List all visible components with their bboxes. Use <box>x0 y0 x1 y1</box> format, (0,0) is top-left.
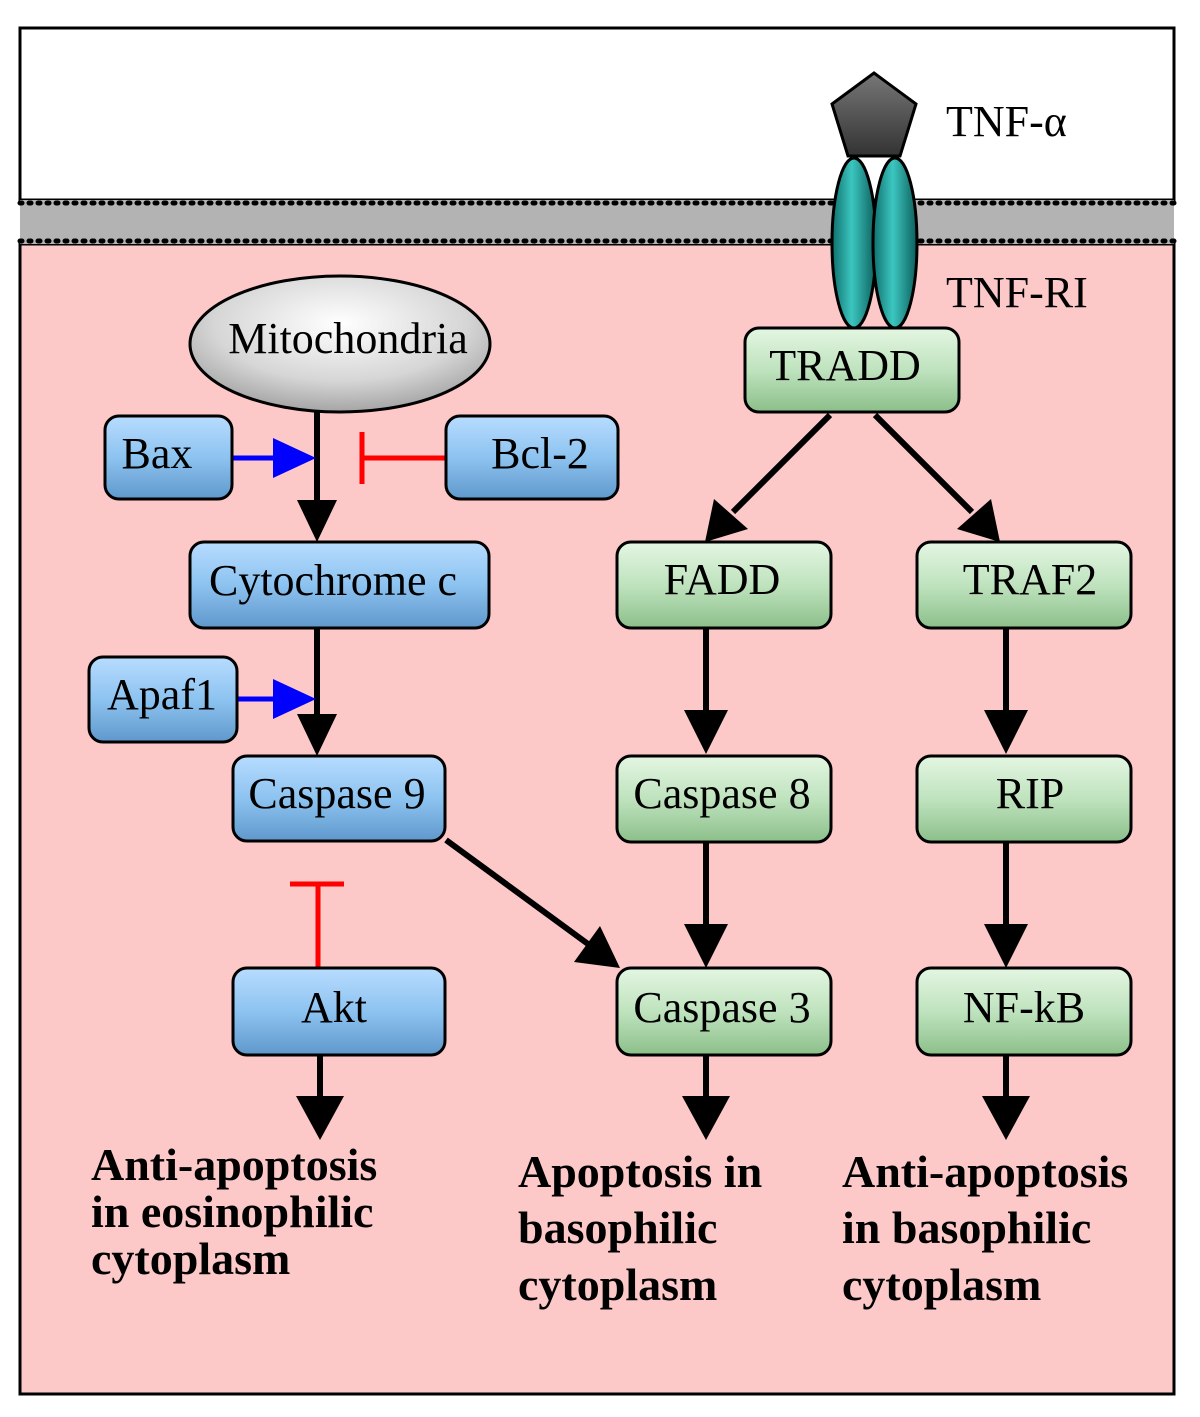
arrowhead-mito-to-cytc <box>297 500 337 542</box>
akt-label: Akt <box>301 983 367 1032</box>
apaf1-node <box>87 655 239 744</box>
flow-arrows <box>296 412 1030 1140</box>
outcome-middle-line-3: cytoplasm <box>518 1259 717 1310</box>
tnf-ri-label: TNF-RI <box>946 268 1088 317</box>
akt-node <box>231 966 447 1057</box>
outcome-right-line-1: Anti-apoptosis <box>842 1146 1128 1197</box>
nfkb-node <box>915 966 1133 1057</box>
caspase9-node <box>231 754 447 843</box>
bax-node <box>103 414 234 501</box>
outcome-left-line-1: Anti-apoptosis <box>91 1139 377 1190</box>
rip-label: RIP <box>996 769 1064 818</box>
extracellular-space <box>18 26 1176 202</box>
arrowhead-tradd-to-traf2 <box>957 499 1000 542</box>
tnf-alpha-label: TNF-α <box>946 97 1067 146</box>
bax-label: Bax <box>122 429 193 478</box>
arrowhead-traf2-to-rip <box>984 710 1028 754</box>
outcome-middle: Apoptosis in basophilic cytoplasm <box>518 1146 762 1310</box>
caspase3-node <box>615 966 833 1057</box>
cytochrome-c-label: Cytochrome c <box>209 556 457 605</box>
bcl2-node <box>444 414 620 501</box>
arrowhead-casp9-to-casp3 <box>574 926 620 968</box>
outcome-left-line-3: cytoplasm <box>91 1233 290 1284</box>
arrowhead-casp3-to-outcome <box>682 1096 730 1140</box>
tradd-label: TRADD <box>769 341 921 390</box>
arrow-tradd-to-fadd <box>730 412 833 515</box>
activation-arrows <box>232 438 316 719</box>
cell-membrane <box>20 200 1174 244</box>
fadd-node <box>615 540 833 630</box>
traf2-label: TRAF2 <box>963 555 1097 604</box>
bax-activation-head <box>273 438 316 478</box>
intrinsic-pathway-nodes: Bax Bcl-2 Cytochrome c Apaf1 Caspase 9 A… <box>87 414 620 1057</box>
bcl2-label: Bcl-2 <box>491 429 589 478</box>
arrowhead-nfkb-to-outcome <box>982 1096 1030 1140</box>
caspase8-node <box>615 754 833 844</box>
arrowhead-cytc-to-casp9 <box>297 714 337 756</box>
tnf-receptor-left-subunit <box>830 156 878 330</box>
outcome-middle-line-2: basophilic <box>518 1202 717 1253</box>
rip-node <box>915 754 1133 844</box>
arrowhead-fadd-to-casp8 <box>684 710 728 754</box>
arrowhead-tradd-to-fadd <box>705 499 748 542</box>
outcome-middle-line-1: Apoptosis in <box>518 1146 762 1197</box>
outcome-right-line-2: in basophilic <box>842 1202 1091 1253</box>
apaf1-label: Apaf1 <box>107 670 217 719</box>
mitochondria-node <box>188 274 492 414</box>
arrow-tradd-to-traf2 <box>872 412 975 515</box>
arrowhead-akt-to-outcome <box>296 1096 344 1140</box>
cytochrome-c-node <box>188 540 491 630</box>
outcome-right-line-3: cytoplasm <box>842 1259 1041 1310</box>
apaf1-activation-head <box>273 679 316 719</box>
tradd-node <box>743 326 961 414</box>
arrowhead-casp8-to-casp3 <box>684 924 728 968</box>
tnf-alpha-ligand <box>830 71 918 158</box>
outcome-left-line-2: in eosinophilic <box>91 1186 373 1237</box>
arrowhead-rip-to-nfkb <box>984 924 1028 968</box>
mitochondria-label: Mitochondria <box>228 314 468 363</box>
traf2-node <box>915 540 1133 630</box>
caspase3-label: Caspase 3 <box>633 983 810 1032</box>
caspase8-label: Caspase 8 <box>633 769 810 818</box>
extrinsic-pathway-nodes: TRADD FADD TRAF2 Caspase 8 RIP Caspase 3… <box>615 326 1133 1057</box>
outcome-right: Anti-apoptosis in basophilic cytoplasm <box>842 1146 1128 1310</box>
tnf-receptor-right-subunit <box>871 156 919 330</box>
arrow-casp9-to-casp3 <box>444 837 590 947</box>
inhibition-lines <box>290 432 446 968</box>
caspase9-label: Caspase 9 <box>248 769 425 818</box>
outcome-left: Anti-apoptosis in eosinophilic cytoplasm <box>91 1139 377 1284</box>
fadd-label: FADD <box>664 555 781 604</box>
nfkb-label: NF-kB <box>963 983 1085 1032</box>
